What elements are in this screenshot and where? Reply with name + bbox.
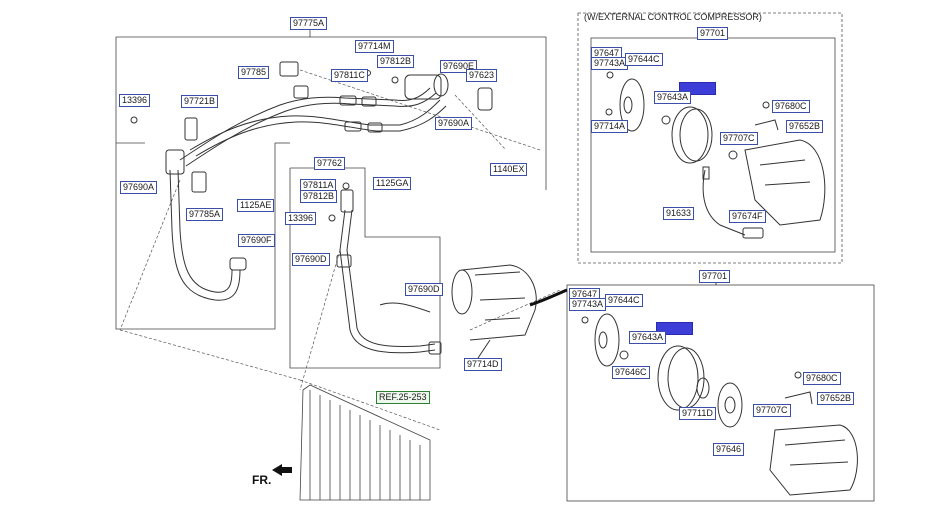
lower-label-97701[interactable]: 97701 [699,270,731,283]
upper-label-97701[interactable]: 97701 [697,27,729,40]
lower-label-97646[interactable]: 97646 [713,443,745,456]
part-label-1125AE[interactable]: 1125AE [237,199,275,212]
lower-label-97711D[interactable]: 97711D [679,407,716,420]
condenser [299,384,431,501]
part-label-13396-mid[interactable]: 13396 [285,212,317,225]
upper-label-97743A[interactable]: 97743A [591,57,629,70]
lower-label-97646C[interactable]: 97646C [612,366,650,379]
external-control-frame [577,12,843,264]
part-label-97690F[interactable]: 97690F [238,234,275,247]
suction-hose [130,116,247,301]
part-label-97775A[interactable]: 97775A [290,17,328,30]
lower-label-97643A[interactable]: 97643A [629,331,667,344]
upper-compressor-frame [590,37,836,253]
hose-assembly-frame [115,30,547,330]
front-label: FR. [252,473,272,487]
upper-label-97674F[interactable]: 97674F [729,210,766,223]
upper-label-97644C[interactable]: 97644C [625,53,663,66]
lower-label-97743A[interactable]: 97743A [569,298,607,311]
part-label-97811C[interactable]: 97811C [331,69,368,82]
part-label-13396[interactable]: 13396 [119,94,151,107]
part-label-97721B[interactable]: 97721B [181,95,219,108]
lower-label-97644C[interactable]: 97644C [605,294,643,307]
part-label-97714D[interactable]: 97714D [464,358,502,371]
front-arrow-icon [272,464,292,476]
reference-label[interactable]: REF.25-253 [376,391,430,404]
upper-label-91633[interactable]: 91633 [663,207,695,220]
upper-clutch-parts [605,71,826,239]
lower-label-97707C[interactable]: 97707C [753,404,791,417]
upper-label-97643A[interactable]: 97643A [654,91,692,104]
upper-hoses [179,61,493,167]
lower-compressor-frame [566,284,875,502]
part-label-97690D-left[interactable]: 97690D [292,253,330,266]
part-label-97812B-mid[interactable]: 97812B [300,190,338,203]
lower-label-97652B[interactable]: 97652B [817,392,855,405]
lower-clutch-parts [581,313,858,496]
liquid-pipe [328,182,442,355]
part-label-97690A-left[interactable]: 97690A [120,181,158,194]
part-label-97785A[interactable]: 97785A [186,208,224,221]
part-label-97762[interactable]: 97762 [314,157,346,170]
section-title: (W/EXTERNAL CONTROL COMPRESSOR) [584,12,762,22]
part-label-97714M[interactable]: 97714M [355,40,394,53]
part-label-97690D-right[interactable]: 97690D [405,283,443,296]
part-label-97690A-top[interactable]: 97690A [435,117,473,130]
upper-label-97707C[interactable]: 97707C [720,132,758,145]
compressor-main [451,264,537,359]
part-label-97623[interactable]: 97623 [466,69,498,82]
lower-label-97680C[interactable]: 97680C [803,372,841,385]
part-label-1140EX[interactable]: 1140EX [490,163,528,176]
upper-label-97714A[interactable]: 97714A [591,120,629,133]
dashed-leaders [119,69,561,431]
upper-label-97680C[interactable]: 97680C [772,100,810,113]
part-label-97812B[interactable]: 97812B [377,55,415,68]
upper-label-97652B[interactable]: 97652B [786,120,824,133]
part-label-1125GA[interactable]: 1125GA [373,177,412,190]
section-connector [529,288,568,307]
part-label-97785[interactable]: 97785 [238,66,270,79]
